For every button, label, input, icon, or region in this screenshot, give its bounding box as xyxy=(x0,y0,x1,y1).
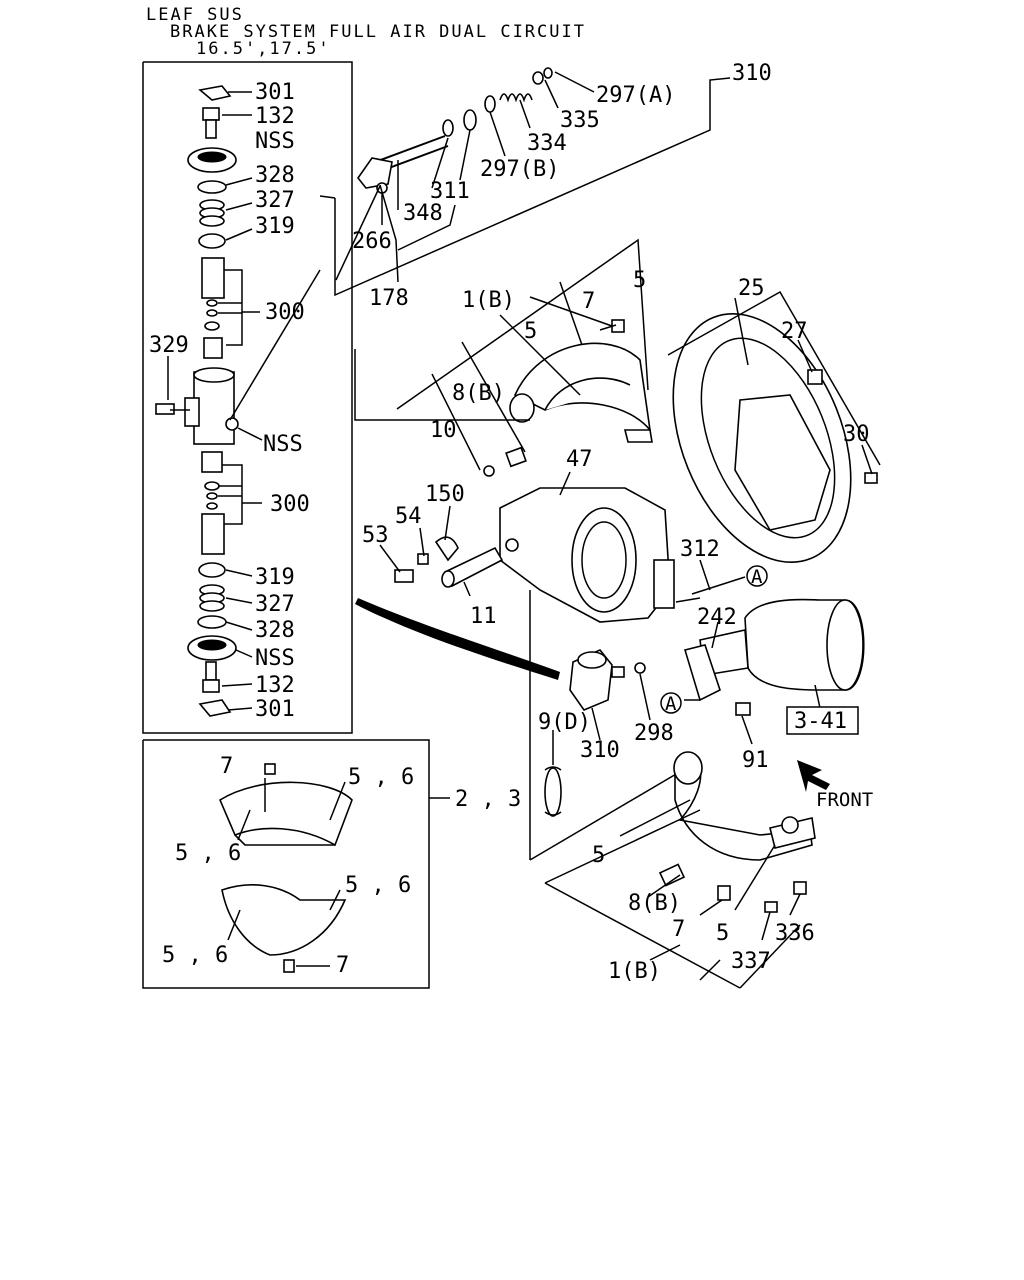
label-5-top: 5 xyxy=(633,268,646,293)
arrow-pointer xyxy=(355,598,560,680)
label-box-56-d: 5 , 6 xyxy=(162,943,228,968)
label-132-bottom: 132 xyxy=(255,673,295,698)
label-301-bottom: 301 xyxy=(255,697,295,722)
slack-adjuster-body xyxy=(155,367,239,445)
label-7-top: 7 xyxy=(582,289,595,314)
label-54: 54 xyxy=(395,504,422,529)
label-5-mid: 5 xyxy=(524,319,537,344)
lining-leaders xyxy=(227,778,346,967)
label-25: 25 xyxy=(738,276,765,301)
left-leader-lines xyxy=(167,91,263,711)
label-3-41: 3-41 xyxy=(794,709,847,734)
label-box-7-top: 7 xyxy=(220,754,233,779)
label-1b-top: 1(B) xyxy=(462,288,515,313)
label-329: 329 xyxy=(149,333,189,358)
diagram-title-line-1: LEAF SUS xyxy=(146,5,244,25)
label-348: 348 xyxy=(403,201,443,226)
upper-brake-shoe xyxy=(483,319,653,477)
label-336: 336 xyxy=(775,921,815,946)
label-300-top: 300 xyxy=(265,300,305,325)
label-319-top: 319 xyxy=(255,214,295,239)
camshaft-leaders xyxy=(229,71,731,421)
label-337: 337 xyxy=(731,949,771,974)
reference-box-3-41 xyxy=(786,706,859,735)
label-10: 10 xyxy=(430,418,457,443)
label-266: 266 xyxy=(352,229,392,254)
reference-marker-a xyxy=(660,565,768,714)
label-150: 150 xyxy=(425,482,465,507)
return-spring xyxy=(544,766,562,817)
front-arrow-icon xyxy=(797,760,830,792)
brake-chamber xyxy=(683,598,865,716)
label-327-top: 327 xyxy=(255,188,295,213)
upper-shoe-leaders xyxy=(396,238,649,471)
label-nss-top: NSS xyxy=(255,129,295,154)
label-132-top: 132 xyxy=(255,104,295,129)
label-335: 335 xyxy=(560,108,600,133)
left-detail-frame xyxy=(142,61,353,734)
anchor-pin-group xyxy=(394,536,504,588)
lining-upper xyxy=(218,763,353,847)
brake-spider xyxy=(499,487,675,623)
label-327-bottom: 327 xyxy=(255,592,295,617)
label-47: 47 xyxy=(566,447,593,472)
label-27: 27 xyxy=(781,319,808,344)
label-53: 53 xyxy=(362,523,389,548)
label-1b-lower: 1(B) xyxy=(608,959,661,984)
lining-lower xyxy=(221,884,347,973)
slack-adjuster-stack-bottom xyxy=(187,451,237,717)
label-312: 312 xyxy=(680,537,720,562)
label-8b-top: 8(B) xyxy=(452,381,505,406)
label-319-bottom: 319 xyxy=(255,565,295,590)
label-box-23: 2 , 3 xyxy=(455,787,521,812)
chamber-leaders xyxy=(684,576,821,745)
backing-plate xyxy=(672,312,878,564)
lower-slack-leaders xyxy=(591,673,651,741)
label-box-56-c: 5 , 6 xyxy=(345,873,411,898)
label-328-bottom: 328 xyxy=(255,618,295,643)
label-310-top: 310 xyxy=(732,61,772,86)
label-311: 311 xyxy=(430,179,470,204)
spider-leaders xyxy=(354,349,711,861)
diagram-title-line-3: 16.5',17.5' xyxy=(196,39,331,59)
backing-plate-leaders xyxy=(667,290,881,475)
label-box-7-bottom: 7 xyxy=(336,953,349,978)
label-nss-mid: NSS xyxy=(263,432,303,457)
label-301-top: 301 xyxy=(255,80,295,105)
label-5-lower: 5 xyxy=(592,843,605,868)
label-11: 11 xyxy=(470,604,497,629)
label-8b-lower: 8(B) xyxy=(628,891,681,916)
label-91: 91 xyxy=(742,748,769,773)
label-334: 334 xyxy=(527,131,567,156)
label-box-56-a: 5 , 6 xyxy=(348,765,414,790)
lower-brake-shoe xyxy=(658,751,816,913)
label-298: 298 xyxy=(634,721,674,746)
label-178: 178 xyxy=(369,286,409,311)
label-7-lower: 7 xyxy=(672,917,685,942)
label-5-lower-right: 5 xyxy=(716,921,729,946)
label-box-56-b: 5 , 6 xyxy=(175,841,241,866)
marker-a-upper: A xyxy=(751,566,763,588)
camshaft-assembly xyxy=(357,67,553,194)
lower-slack-adjuster xyxy=(569,649,646,711)
label-242: 242 xyxy=(697,605,737,630)
label-328-top: 328 xyxy=(255,163,295,188)
label-300-bottom: 300 xyxy=(270,492,310,517)
lining-detail-frame xyxy=(142,739,430,989)
label-297b: 297(B) xyxy=(480,157,559,182)
lower-shoe-leaders xyxy=(544,799,801,989)
label-297a: 297(A) xyxy=(596,83,675,108)
label-9d: 9(D) xyxy=(538,710,591,735)
label-nss-bottom: NSS xyxy=(255,646,295,671)
label-front: FRONT xyxy=(816,789,873,811)
diagram-title-line-2: BRAKE SYSTEM FULL AIR DUAL CIRCUIT xyxy=(170,22,586,42)
slack-adjuster-stack-top xyxy=(187,85,237,359)
label-30: 30 xyxy=(843,422,870,447)
label-310-bottom: 310 xyxy=(580,738,620,763)
marker-a-lower: A xyxy=(665,693,677,715)
